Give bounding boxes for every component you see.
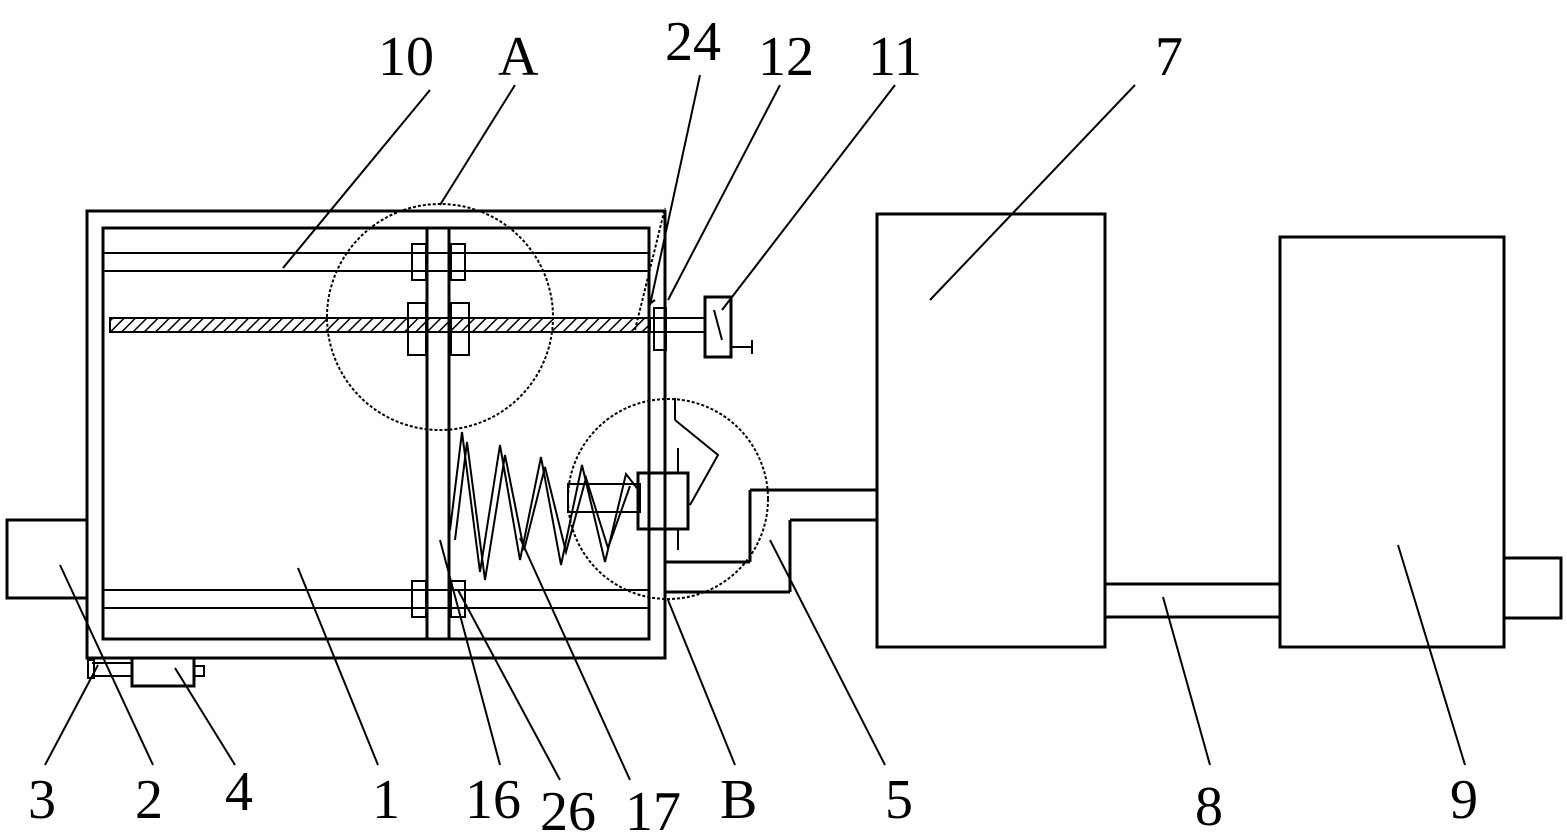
rod-extension [650,317,705,333]
main-box [85,209,667,660]
box-9 [1278,235,1506,649]
box-7 [875,212,1107,649]
upper-guide-rail [103,252,649,272]
outlet-pipe [665,488,877,594]
box-9-outlet [1502,556,1563,620]
label-16: 16 [465,769,521,831]
sliders [407,243,470,618]
handwheel [703,295,753,359]
label-1: 1 [372,769,400,831]
label-17: 17 [625,781,681,835]
vertical-plate [425,226,451,641]
left-inlet [5,518,89,600]
label-4: 4 [225,761,253,823]
pipe-8 [1105,582,1280,619]
wall-block [636,398,720,550]
leader-lines [44,74,1466,781]
detail-circle-b [567,398,769,600]
threaded-rod [109,317,651,333]
label-8: 8 [1195,776,1223,835]
label-5: 5 [885,769,913,831]
push-rod [567,483,641,513]
label-2: 2 [135,769,163,831]
label-12: 12 [758,26,814,88]
label-a: A [498,26,539,88]
label-7: 7 [1155,26,1183,88]
label-3: 3 [28,769,56,831]
label-b: B [720,769,757,831]
spring [449,431,641,573]
lower-guide-rail [103,589,649,609]
label-24: 24 [665,11,721,73]
label-10: 10 [378,26,434,88]
label-11: 11 [868,26,922,88]
label-9: 9 [1450,769,1478,831]
label-26: 26 [540,781,596,835]
